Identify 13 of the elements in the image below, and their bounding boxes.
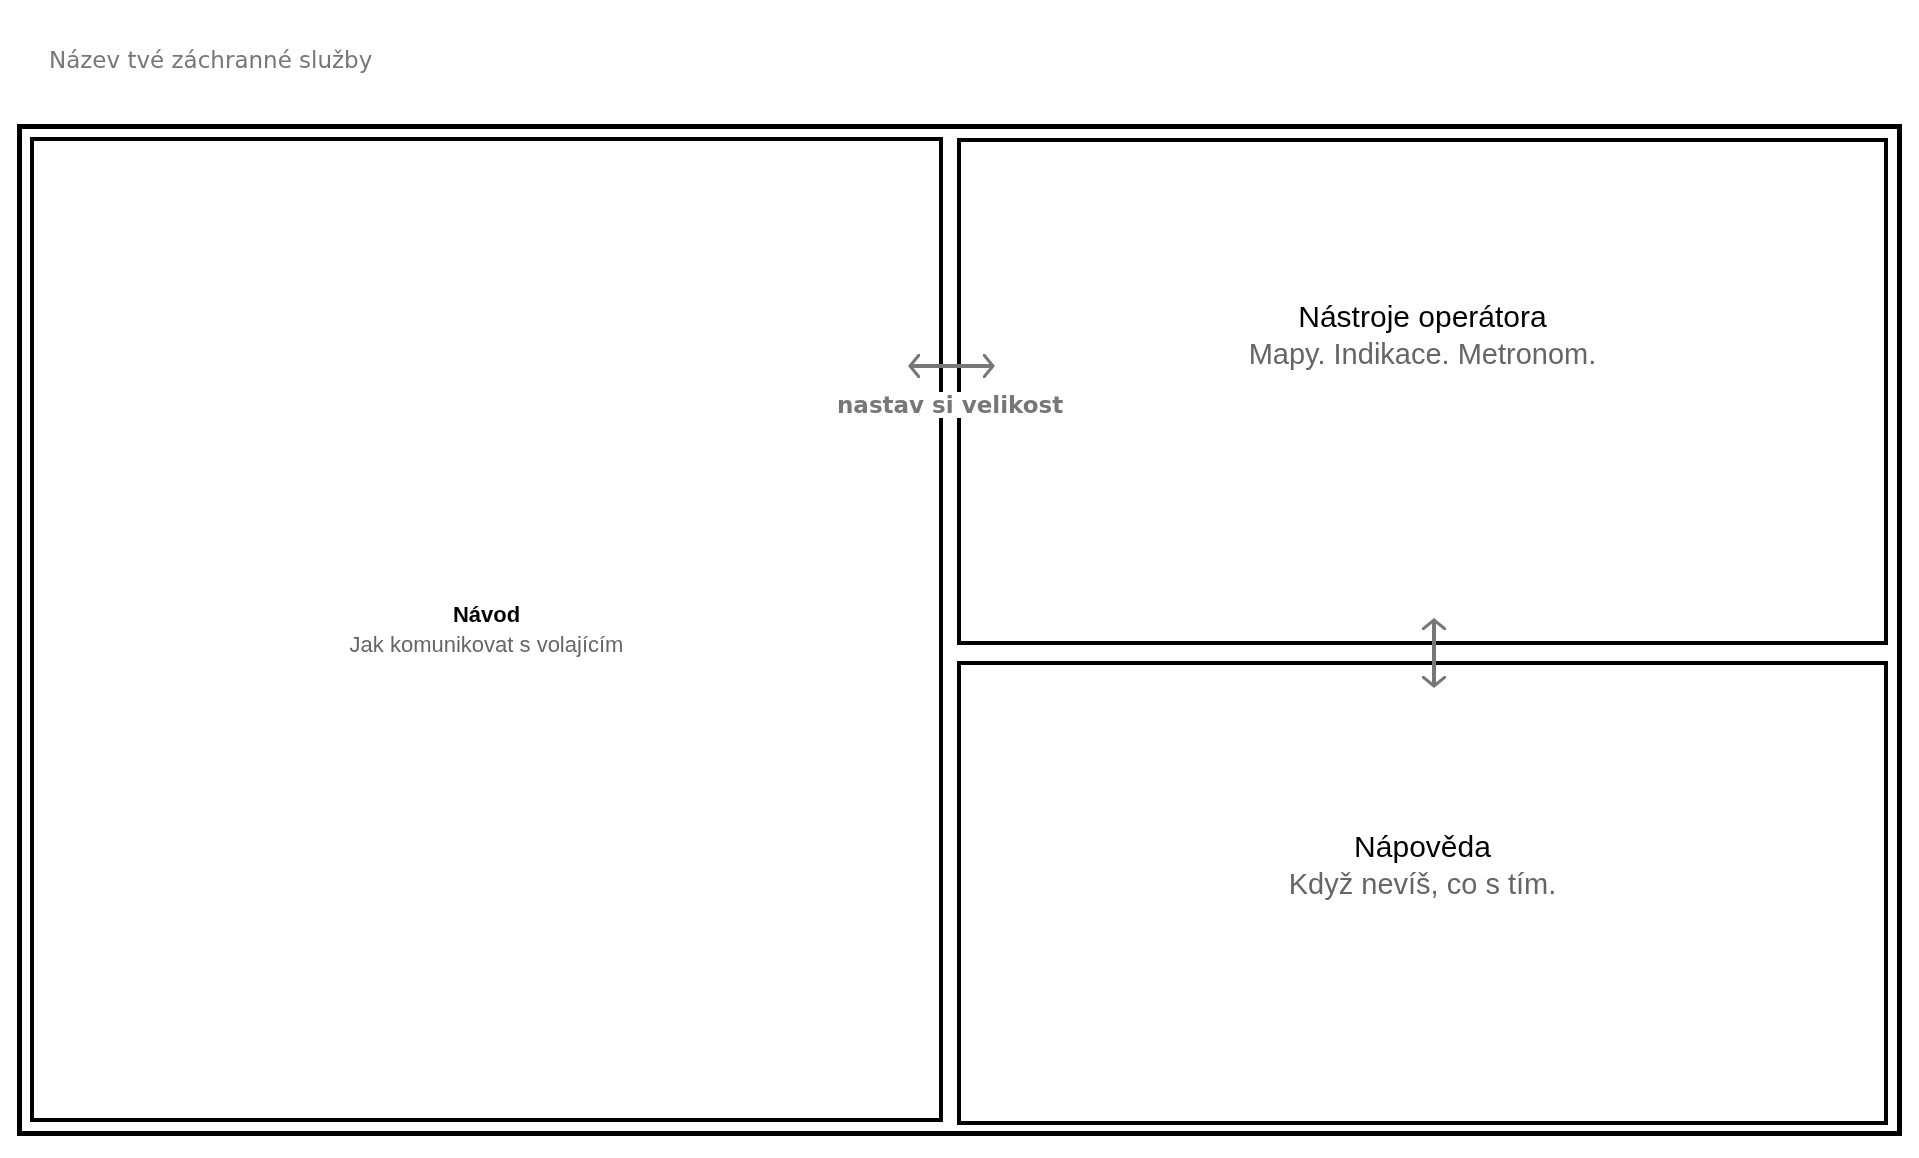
panel-subtitle: Jak komunikovat s volajícím [349,631,624,658]
hint-label: nastav si velikost [835,392,1066,418]
resize-arrow [908,353,995,379]
panel-heading: Nástroje operátora [1298,299,1547,334]
resize-arrow [1421,618,1447,688]
panel-subtitle: Mapy. Indikace. Metronom. [1248,337,1597,371]
panel [957,138,1888,645]
panel-heading: Návod [452,601,521,628]
page-title: Název tvé záchranné služby [49,47,373,73]
panel-heading: Nápověda [1354,829,1491,864]
panel [957,661,1888,1125]
frame-box [17,124,1902,1136]
panel-subtitle: Když nevíš, co s tím. [1288,867,1557,901]
